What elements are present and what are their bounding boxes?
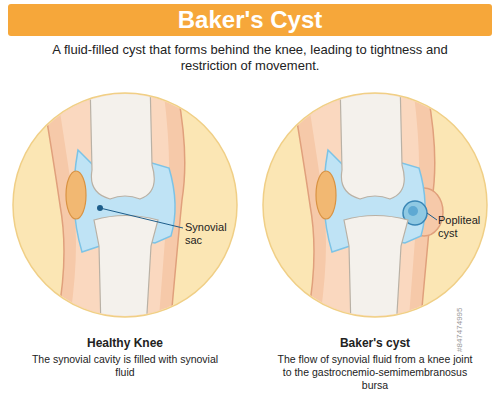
panel-circle [260, 90, 490, 320]
subtitle: A fluid-filled cyst that forms behind th… [40, 42, 460, 74]
knee-panel: Baker's cystThe flow of synovial fluid f… [260, 90, 490, 400]
callout-label: Popliteal cyst [438, 214, 488, 240]
panel-description: The flow of synovial fluid from a knee j… [277, 353, 473, 392]
title-banner: Baker's Cyst [8, 4, 492, 36]
knee-panel: Healthy KneeThe synovial cavity is fille… [10, 90, 240, 400]
panel-heading: Healthy Knee [10, 336, 240, 351]
panel-description: The synovial cavity is filled with synov… [30, 353, 220, 379]
watermark-number: #847474995 [455, 282, 465, 352]
callout-label: Synovial sac [185, 221, 235, 247]
panel-circle [10, 90, 240, 320]
